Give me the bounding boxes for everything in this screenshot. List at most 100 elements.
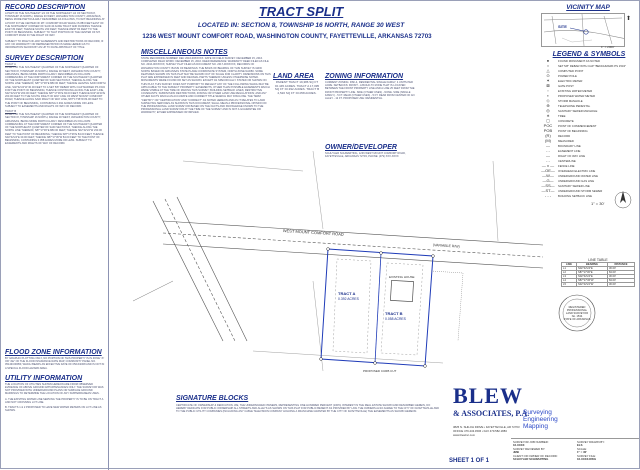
utility-heading: UTILITY INFORMATION	[5, 374, 83, 382]
reviewed-by: JMB	[513, 450, 519, 454]
legend-item: - - CENTERLINE	[541, 158, 637, 163]
utility-note-a: A. THE EXISTING WATER LINE SERVING THE P…	[5, 397, 104, 404]
table-cell: S02°42'24"W	[575, 282, 608, 287]
seal-signature-area: OWNER/DEVELOPER	[596, 291, 638, 294]
legend-label: MEASURED	[558, 138, 574, 143]
firm-web: www.blewinc.com	[453, 433, 476, 437]
misc-notes-heading: MISCELLANEOUS NOTES	[141, 49, 228, 56]
legend-label: UNDERGROUND GAS LINE	[558, 178, 595, 183]
legend-item: ◎SANITARY SEWER MANHOLE	[541, 108, 637, 113]
legend-label: POINT OF BEGINNING	[558, 128, 588, 133]
sheet-number: SHEET 1 OF 1	[449, 458, 490, 464]
vicinity-map-title-box: VICINITY MAP	[538, 4, 638, 39]
plat-north-arrow	[613, 189, 633, 211]
survey-description-text: A PART OF THE SOUTHEAST QUARTER OF THE N…	[5, 66, 106, 108]
title-block: SURVEYOR JOB NUMBER: 16-XXXX SURVEY DRAW…	[511, 438, 639, 469]
seal-line-3: LAND SURVEYOR	[565, 312, 589, 315]
tract-2-label: TRACT B	[385, 311, 403, 316]
signature-blocks: SIGNATURE BLOCKS CERTIFICATE OF OWNERSHI…	[176, 395, 441, 414]
legend-symbol-icon: ◇	[546, 98, 550, 103]
legend-label: BOUNDARY LINE	[558, 143, 581, 148]
plat-svg	[132, 150, 544, 372]
reviewed-by-label: SURVEY REVIEWED BY:	[513, 447, 546, 451]
legend-item: —RIGHT OF WAY LINE	[541, 153, 637, 158]
legend-symbol-icon: ⊠	[546, 83, 550, 88]
existing-house-label: EXISTING HOUSE	[389, 275, 415, 279]
land-area-text: PARENT TRACT 19,386 SQ FT ±0.445 ACRES. …	[274, 80, 320, 95]
legend-symbol-icon: POB	[543, 128, 553, 133]
zoning-heading: ZONING INFORMATION	[325, 73, 404, 80]
survey-description-text-2: A PART OF THE SOUTHEAST QUARTER OF THE N…	[5, 113, 104, 146]
legend-symbol-icon: ▢	[546, 118, 550, 123]
firm-service-2: Engineering	[523, 416, 558, 423]
legend-symbol-icon: - -	[546, 158, 550, 163]
legend-item: ▫ EXISTING WATER METER	[541, 88, 637, 93]
tract-2-area: 0.058 ACRES	[385, 317, 406, 321]
legend-item: △COMPUTED POINT	[541, 68, 637, 73]
survey-description-heading: SURVEY DESCRIPTION	[5, 55, 84, 63]
legend-item: ⊠GATE POST	[541, 83, 637, 88]
utility-note-b: B. TRACTS 1 & 2 PROPOSED TO HAVE NEW WAT…	[5, 406, 102, 413]
legend-symbol-icon: —	[546, 153, 550, 158]
legend-symbol-icon: (R)	[545, 133, 551, 138]
seal-line-5: STATE OF ARKANSAS	[563, 318, 591, 321]
job-number-label: SURVEYOR JOB NUMBER:	[513, 440, 549, 444]
survey-file: 16-XXXX.DWG	[577, 457, 597, 461]
tract-1-label: TRACT A	[338, 291, 356, 296]
legend-symbol-icon: ●	[546, 58, 550, 63]
address-line: 1236 WEST MOUNT COMFORT ROAD, WASHINGTON…	[142, 33, 432, 40]
left-column: RECORD DESCRIPTION A PART OF THE SOUTHEA…	[5, 4, 106, 468]
tract-a-label: TRACT A	[5, 63, 16, 67]
scale-label: SCALE:	[577, 447, 587, 451]
legend-label: OVERHEAD ELECTRIC LINE	[558, 168, 596, 173]
vicinity-scale: 1" = 2000'	[601, 45, 615, 49]
misc-notes-text: STATE RECORDING NUMBER: DEC 2016-00XXXXX…	[141, 57, 271, 115]
legend-item: (M)MEASURED	[541, 138, 637, 143]
legend-label: ELECTRIC METER	[558, 78, 583, 83]
owner-heading: OWNER/DEVELOPER	[325, 144, 397, 151]
legend-heading: LEGEND & SYMBOLS	[552, 51, 626, 58]
legend-symbol-icon: —	[546, 143, 550, 148]
legend-label: EXISTING WATER METER	[558, 88, 593, 93]
land-area: LAND AREA PARENT TRACT 19,386 SQ FT ±0.4…	[273, 73, 321, 95]
tract-1-area: 0.392 ACRES	[338, 297, 359, 301]
owner-developer: OWNER/DEVELOPER SCHUYLER SCHWARTING, 123…	[325, 144, 415, 158]
legend-item: — x —FENCE LINE	[541, 163, 637, 168]
signature-heading: SIGNATURE BLOCKS	[176, 395, 249, 402]
legend-label: TELEPHONE PEDESTAL	[558, 103, 591, 108]
legend-label: BUILDING SETBACK LINE	[558, 193, 593, 198]
legend-symbol-icon: ▫	[547, 88, 549, 93]
seal-graphic	[558, 294, 596, 332]
land-area-heading: LAND AREA	[273, 73, 314, 80]
line-table-title: LINE TABLE	[588, 258, 608, 262]
legend-item: POC POINT OF COMMENCEMENT	[541, 123, 637, 128]
legend-item: ●FOUND MONUMENT AS NOTED	[541, 58, 637, 63]
zoning-info: ZONING INFORMATION CURRENT ZONING: RSF-4…	[325, 73, 415, 100]
legend-label: CONCRETE	[558, 118, 574, 123]
legend-label: SET 5/8" REBAR WITH CAP "BENCHMARK PS 15…	[558, 63, 627, 68]
legend-symbol-icon: ▪	[547, 93, 549, 98]
firm-address: 3825 N. SHILOH DRIVE • FAYETTEVILLE, AR …	[453, 425, 520, 429]
legend-symbol-icon: ⊕	[546, 103, 550, 108]
legend-symbol-icon: —OE—	[541, 168, 555, 173]
firm-services: Surveying Engineering Mapping	[523, 409, 573, 430]
legend-label: UNDERGROUND WATER LINE	[558, 173, 598, 178]
legend-symbol-icon: POC	[543, 123, 553, 128]
seal-line-2: PROFESSIONAL	[566, 309, 588, 312]
legend-item: ○ SET 5/8" REBAR WITH CAP "BENCHMARK PS 1…	[541, 63, 637, 68]
record-description-heading: RECORD DESCRIPTION	[5, 4, 86, 11]
legend-symbol-icon: ○	[546, 63, 550, 68]
legend-symbol-icon: ◎	[546, 108, 550, 113]
job-number: 16-XXXX	[513, 443, 525, 447]
legend-label: CENTERLINE	[558, 158, 576, 163]
legend-label: POINT OF COMMENCEMENT	[558, 123, 597, 128]
client-value: SCHUYLER SCHWARTING	[513, 457, 549, 461]
plat-scale-text: 1" = 30'	[591, 201, 605, 206]
legend-symbol-icon: —G—	[542, 178, 554, 183]
vicinity-map-heading: VICINITY MAP	[566, 4, 610, 11]
legend-label: STORM MANHOLE	[558, 98, 583, 103]
north-arrow-icon: ⬆	[626, 16, 632, 22]
